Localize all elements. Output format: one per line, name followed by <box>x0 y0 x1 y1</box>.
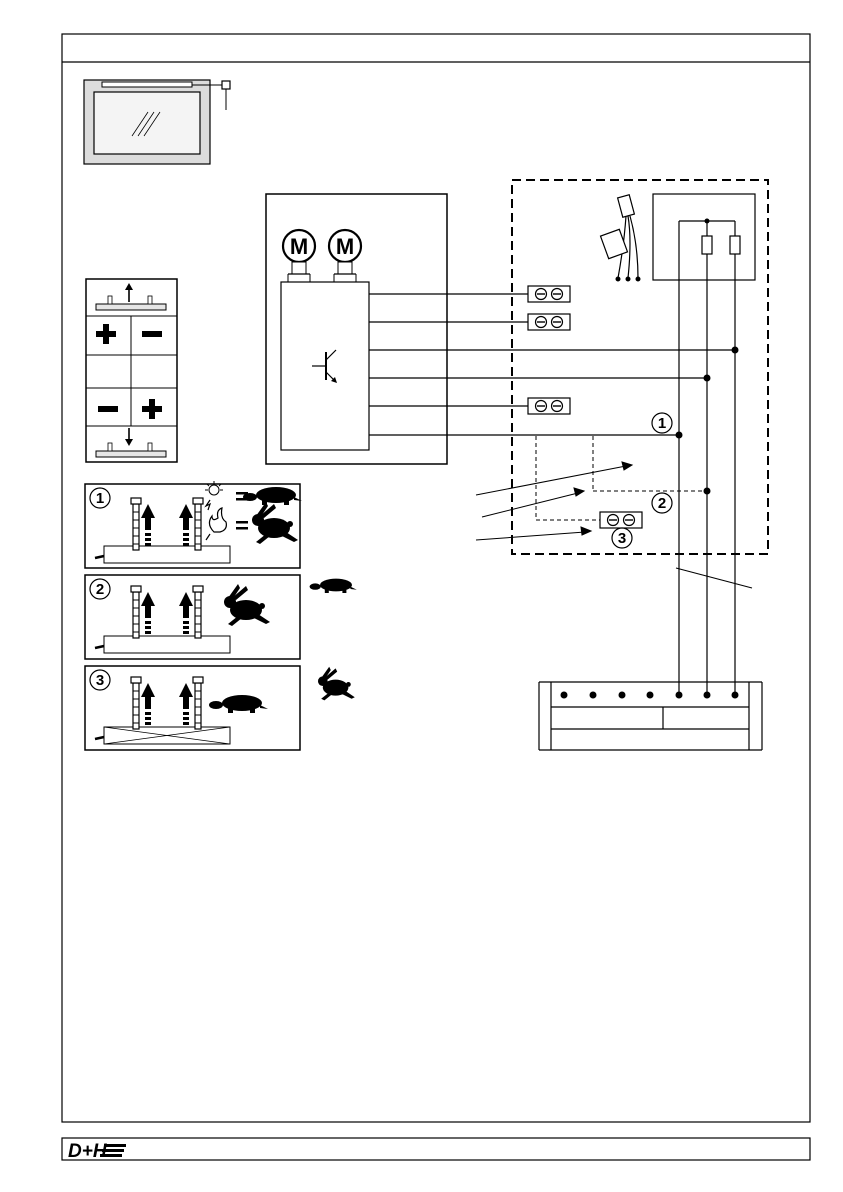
motor-label-1: M <box>290 234 308 259</box>
motor-control-unit: M M <box>266 194 447 464</box>
junction-3 <box>676 432 683 439</box>
minus-icon-lower <box>98 406 118 412</box>
sensor-cable-icon <box>600 195 640 281</box>
direction-keypad <box>86 279 177 462</box>
svg-text:3: 3 <box>618 530 626 547</box>
footer-bar <box>62 1138 810 1160</box>
terminal-block-icon-2 <box>528 314 570 330</box>
svg-text:3: 3 <box>96 672 104 689</box>
window-icon <box>84 80 230 164</box>
svg-text:1: 1 <box>96 490 104 507</box>
motor-icon: M <box>283 230 315 282</box>
svg-text:2: 2 <box>658 495 666 512</box>
resistor-icon <box>702 236 712 254</box>
turtle-icon-3 <box>310 579 357 593</box>
mode-panel-3: 3 <box>85 666 300 750</box>
terminal-block-icon <box>528 286 570 302</box>
mode-panel-2: 2 <box>85 575 300 659</box>
junction-2 <box>704 375 711 382</box>
terminal-strip <box>539 682 762 750</box>
svg-text:2: 2 <box>96 581 104 598</box>
marker-2: 2 <box>652 493 672 513</box>
marker-3: 3 <box>612 528 632 548</box>
brand-logo: D+H <box>64 1140 136 1162</box>
rabbit-icon-3 <box>318 667 355 701</box>
junction <box>732 347 739 354</box>
motor-label-2: M <box>336 234 354 259</box>
bus-lines <box>679 221 735 695</box>
terminal-block-icon-4 <box>600 512 642 528</box>
motor-icon-2: M <box>329 230 361 282</box>
resistor-icon-2 <box>730 236 740 254</box>
marker-1: 1 <box>652 413 672 433</box>
svg-text:1: 1 <box>658 415 666 432</box>
minus-icon <box>142 331 162 337</box>
terminal-block-icon-3 <box>528 398 570 414</box>
mode-panel-1: 1 <box>85 481 302 568</box>
resistor-box <box>653 194 755 280</box>
brand-logo-text: D+H <box>68 1141 108 1162</box>
